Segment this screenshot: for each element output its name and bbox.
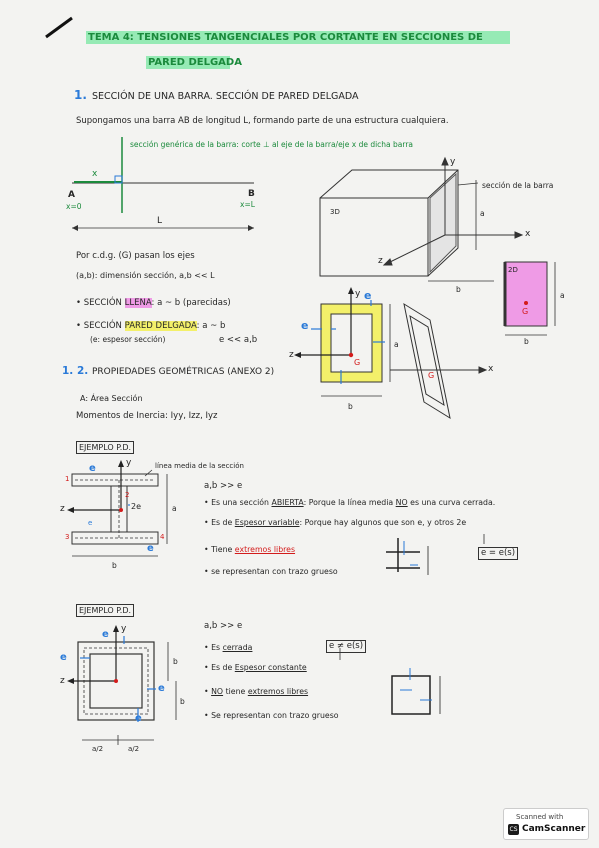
ejemplo1-linea: línea media de la sección [155,462,244,470]
ejemplo1-tag: EJEMPLO P.D. [76,441,135,454]
ecc-text: e << a,b [219,335,258,345]
ex1-ab: a,b >> e [204,481,243,491]
scanner-top: Scanned with [516,813,564,821]
scanner-badge: Scanned with CS CamScanner [503,808,589,840]
pen-stroke [45,16,73,39]
ex1-2e: 2e [131,502,142,511]
espesor-note: (e: espesor sección) [90,335,166,344]
box-3d-diagram [319,156,524,282]
point-a: A [68,190,75,200]
ex1-y: y [126,458,132,468]
box2d-b: b [524,337,529,346]
ex2-y: y [121,624,127,634]
ex1-bullet4: • se representan con trazo grueso [204,567,338,576]
hollow-e1: e [301,319,309,332]
box3d-y: y [450,157,456,167]
bar-x0: x=0 [66,202,82,211]
hollow-e2: e [364,289,372,302]
section12-number: 1. 2. [62,365,89,377]
ex1-e2: e [147,543,154,554]
ex2-b1: b [173,657,178,666]
ex1-e3: e [88,519,93,527]
seccion-label: sección de la barra [482,181,554,190]
ex1-bullet1: • Es una sección ABIERTA: Porque la líne… [204,498,496,507]
hollow-a: a [394,340,399,349]
ex1-b: b [112,561,117,570]
area-text: A: Área Sección [80,394,143,403]
hollow-section-diagram [294,287,391,397]
ex2-bullet2: • Es de Espesor constante [204,663,307,672]
cdg-text: Por c.d.g. (G) pasan los ejes [76,251,195,261]
ex2-e1: e [102,629,109,640]
ex2-e3: e [158,683,165,694]
llena-line: • SECCIÓN LLENA: a ~ b (parecidas) [76,298,231,308]
ex1-bullet3: • Tiene extremos libres [204,545,296,554]
hollow-y: y [355,289,361,299]
ex1-n2: 2 [125,491,130,499]
title-highlight-2 [146,56,230,69]
box3d-x: x [525,229,531,239]
ex2-bullet3: • NO tiene extremos libres [204,687,309,696]
ex2-e4: e [135,713,142,724]
ex1-a: a [172,504,177,513]
box3d-b: b [456,285,461,294]
example1-sketch [386,538,429,575]
label-2d: 2D [508,266,518,274]
ex1-bullet2: • Es de Espesor variable: Porque hay alg… [204,518,467,527]
section12-heading: PROPIEDADES GEOMÉTRICAS (ANEXO 2) [92,367,275,377]
ex2-ab: a,b >> e [204,621,243,631]
box2d-g: G [522,307,529,316]
bar-xl: x=L [240,200,255,209]
ex1-n3: 3 [65,533,70,541]
scanner-brand: CamScanner [522,824,586,834]
pd-highlight: PARED DELGADA [124,321,197,331]
bar-diagram [72,137,254,231]
example1-section-diagram [67,460,168,557]
ex1-formula: e = e(s) [478,547,519,560]
label-3d: 3D [330,208,340,216]
ex2-e2: e [60,652,67,663]
ex1-n4: 4 [160,533,165,541]
section1-intro: Supongamos una barra AB de longitud L, f… [76,116,449,126]
bar-length: L [157,216,163,226]
example2-sketch [391,668,441,715]
title-line-1: TEMA 4: TENSIONES TANGENCIALES POR CORTA… [88,32,483,43]
inercia-text: Momentos de Inercia: Iyy, Izz, Iyz [76,411,218,421]
ex2-z: z [60,676,65,686]
title-line-2: PARED DELGADA [148,57,242,68]
ex1-z: z [60,504,65,514]
slanted-x: x [488,364,494,374]
hollow-b: b [348,402,353,411]
pd-line: • SECCIÓN PARED DELGADA: a ~ b [76,321,226,331]
section1-number: 1. [74,88,87,102]
box3d-z: z [378,256,383,266]
example2-section-diagram [67,625,177,745]
box2d-a: a [560,291,565,300]
title-highlight-1 [86,31,510,44]
ex2-h2: a/2 [128,745,140,753]
point-b: B [248,189,255,199]
box3d-a: a [480,209,485,218]
dims-text: (a,b): dimensión sección, a,b << L [76,271,215,280]
slanted-g: G [428,371,435,380]
ex1-e: e [89,463,96,474]
camscanner-icon: CS [508,824,519,835]
ex2-bullet4: • Se representan con trazo grueso [204,711,339,720]
hollow-g: G [354,358,361,367]
hollow-z: z [289,350,294,360]
llena-highlight: LLENA [124,298,152,308]
ex1-n1: 1 [65,475,70,483]
section-2d-diagram [503,261,556,336]
bar-x-label: x [92,169,98,179]
ejemplo2-tag: EJEMPLO P.D. [76,604,135,617]
ex2-bullet1: • Es cerrada [204,643,253,652]
slanted-section-diagram [390,302,488,420]
section1-heading: SECCIÓN DE UNA BARRA. SECCIÓN DE PARED D… [92,91,359,102]
ex2-formula: e ≠ e(s) [326,640,367,653]
bar-note: sección genérica de la barra: corte ⊥ al… [130,140,414,149]
ex2-b2: b [180,697,185,706]
ex2-h1: a/2 [92,745,104,753]
